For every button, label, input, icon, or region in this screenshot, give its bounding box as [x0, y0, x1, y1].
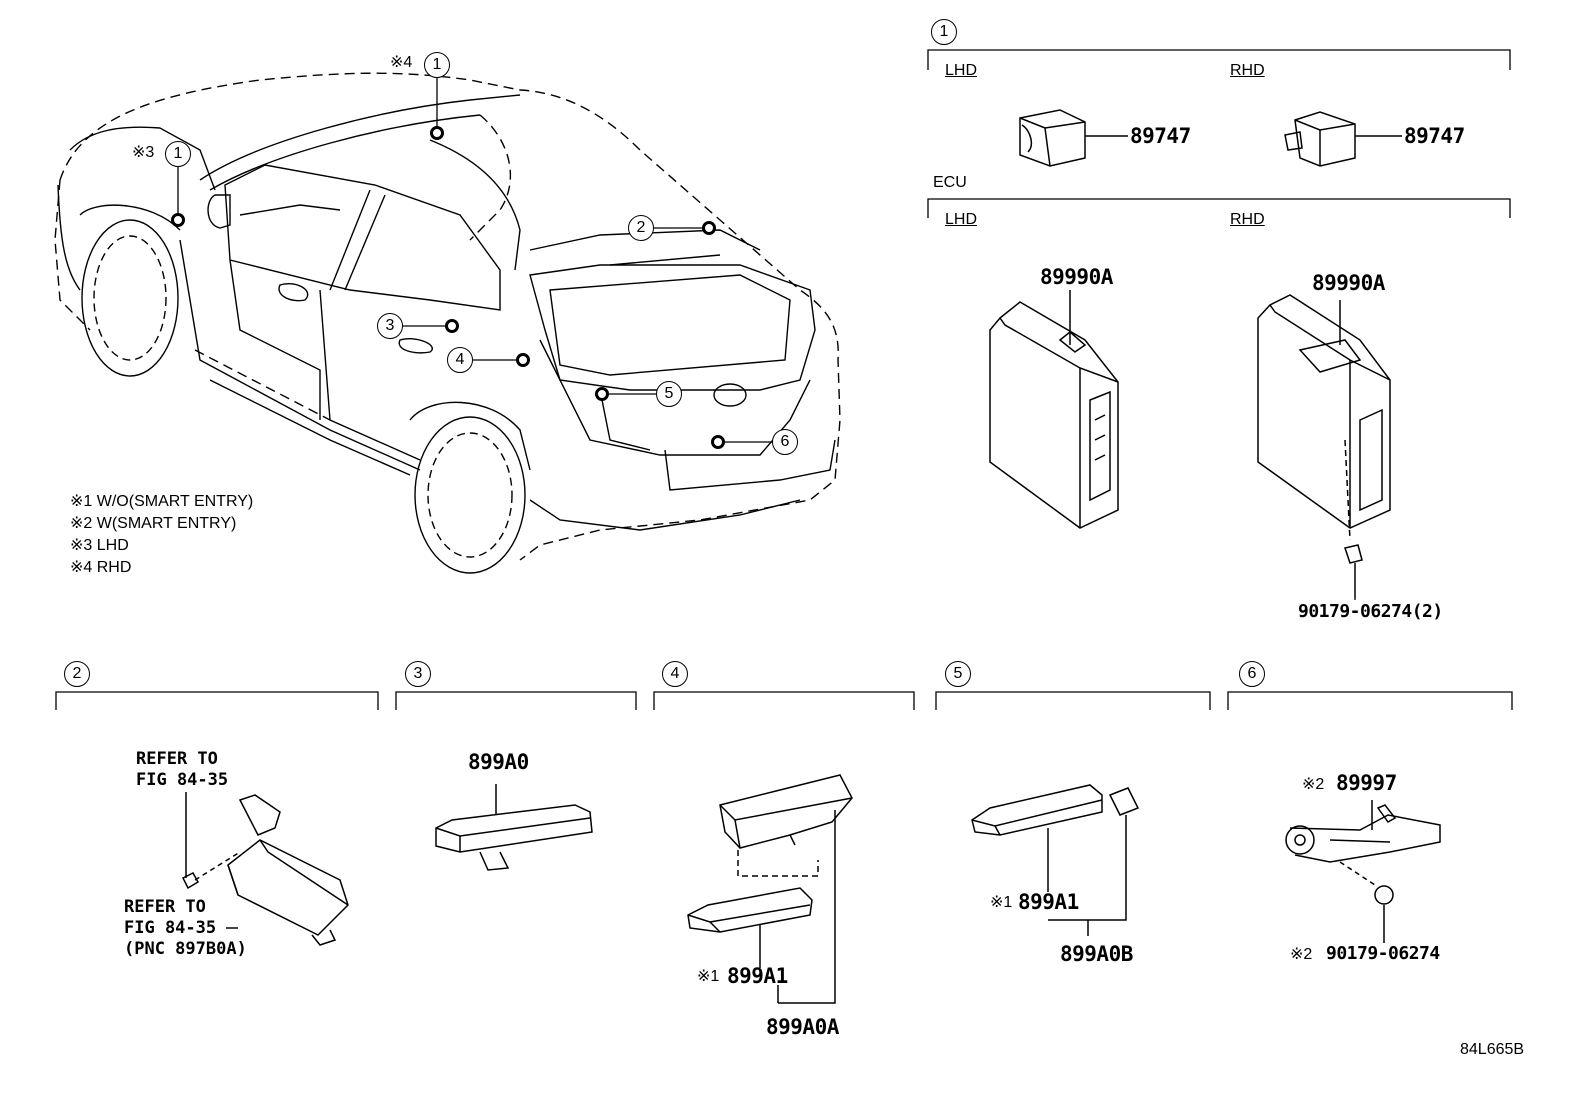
location-dot-1a	[430, 126, 444, 140]
part-899A1-s5: 899A1	[1018, 890, 1079, 914]
vehicle-illustration	[54, 72, 841, 574]
ecu-lhd-drawing	[989, 290, 1119, 529]
part-89747-lhd: 89747	[1130, 124, 1191, 148]
section-2-header: 2	[64, 661, 90, 687]
part-89997: 89997	[1336, 771, 1397, 795]
refer-to-2-line1: REFER TO	[124, 897, 206, 917]
callout-2-car: 2	[628, 215, 654, 241]
callout-6-car: 6	[772, 429, 798, 455]
location-dot-1b	[171, 213, 185, 227]
refer-to-1-line2: FIG 84-35	[136, 770, 229, 790]
location-dot-6	[711, 435, 725, 449]
section-6-header: 6	[1239, 661, 1265, 687]
part-89747-rhd: 89747	[1404, 124, 1465, 148]
callout-1-car-rhd: 1	[424, 52, 450, 78]
part-89990A-lhd: 89990A	[1040, 265, 1113, 289]
section-5-header: 5	[945, 661, 971, 687]
part-90179-06274: 90179-06274	[1326, 943, 1440, 964]
relay-rhd-drawing	[1284, 111, 1402, 167]
section-1-header: 1	[931, 19, 957, 45]
section6-mark-2: ※2	[1290, 946, 1313, 963]
section5-mark: ※1	[990, 894, 1013, 911]
section-3-header: 3	[405, 661, 431, 687]
section6-mark-1: ※2	[1302, 776, 1325, 793]
callout-4-car: 4	[447, 347, 473, 373]
section4-mark: ※1	[697, 968, 720, 985]
ecu-rhd-drawing	[1257, 294, 1391, 598]
lhd-mark: ※3	[132, 144, 155, 161]
section4-drawing	[687, 774, 853, 1004]
part-89990A-rhd: 89990A	[1312, 271, 1385, 295]
part-899A0: 899A0	[468, 750, 529, 774]
callout-1-car-lhd: 1	[165, 141, 191, 167]
callout-3-car: 3	[377, 313, 403, 339]
callout-5-car: 5	[656, 381, 682, 407]
refer-to-2-line3: (PNC 897B0A)	[124, 939, 247, 959]
location-dot-5	[595, 387, 609, 401]
relay-lhd-drawing	[1019, 109, 1128, 167]
section-4-header: 4	[662, 661, 688, 687]
section6-drawing	[1285, 800, 1441, 943]
bottom-brackets	[55, 691, 1513, 710]
refer-to-1-line1: REFER TO	[136, 749, 218, 769]
car-leaders	[177, 78, 772, 443]
part-899A0A: 899A0A	[766, 1015, 839, 1039]
location-dot-4	[516, 353, 530, 367]
ecu-label: ECU	[933, 174, 967, 191]
location-dot-3	[445, 319, 459, 333]
part-90179-06274-x2: 90179-06274(2)	[1298, 601, 1443, 622]
legend-note-4: ※4 RHD	[70, 559, 132, 576]
legend-note-3: ※3 LHD	[70, 537, 129, 554]
legend-note-2: ※2 W(SMART ENTRY)	[70, 515, 237, 532]
part-899A0B: 899A0B	[1060, 942, 1133, 966]
refer-to-2-line2: FIG 84-35	[124, 918, 217, 938]
section5-drawing	[971, 784, 1140, 936]
part-899A1-s4: 899A1	[727, 964, 788, 988]
location-dot-2	[702, 221, 716, 235]
section3-drawing	[435, 784, 593, 871]
rhd-mark: ※4	[390, 54, 413, 71]
ecu-rhd-label: RHD	[1230, 211, 1265, 228]
ecu-lhd-label: LHD	[945, 211, 978, 228]
section1-brackets	[927, 49, 1511, 218]
section1-lhd-label: LHD	[945, 62, 978, 79]
section1-rhd-label: RHD	[1230, 62, 1265, 79]
legend-note-1: ※1 W/O(SMART ENTRY)	[70, 493, 254, 510]
section2-drawing	[181, 792, 349, 946]
figure-id: 84L665B	[1460, 1041, 1525, 1058]
